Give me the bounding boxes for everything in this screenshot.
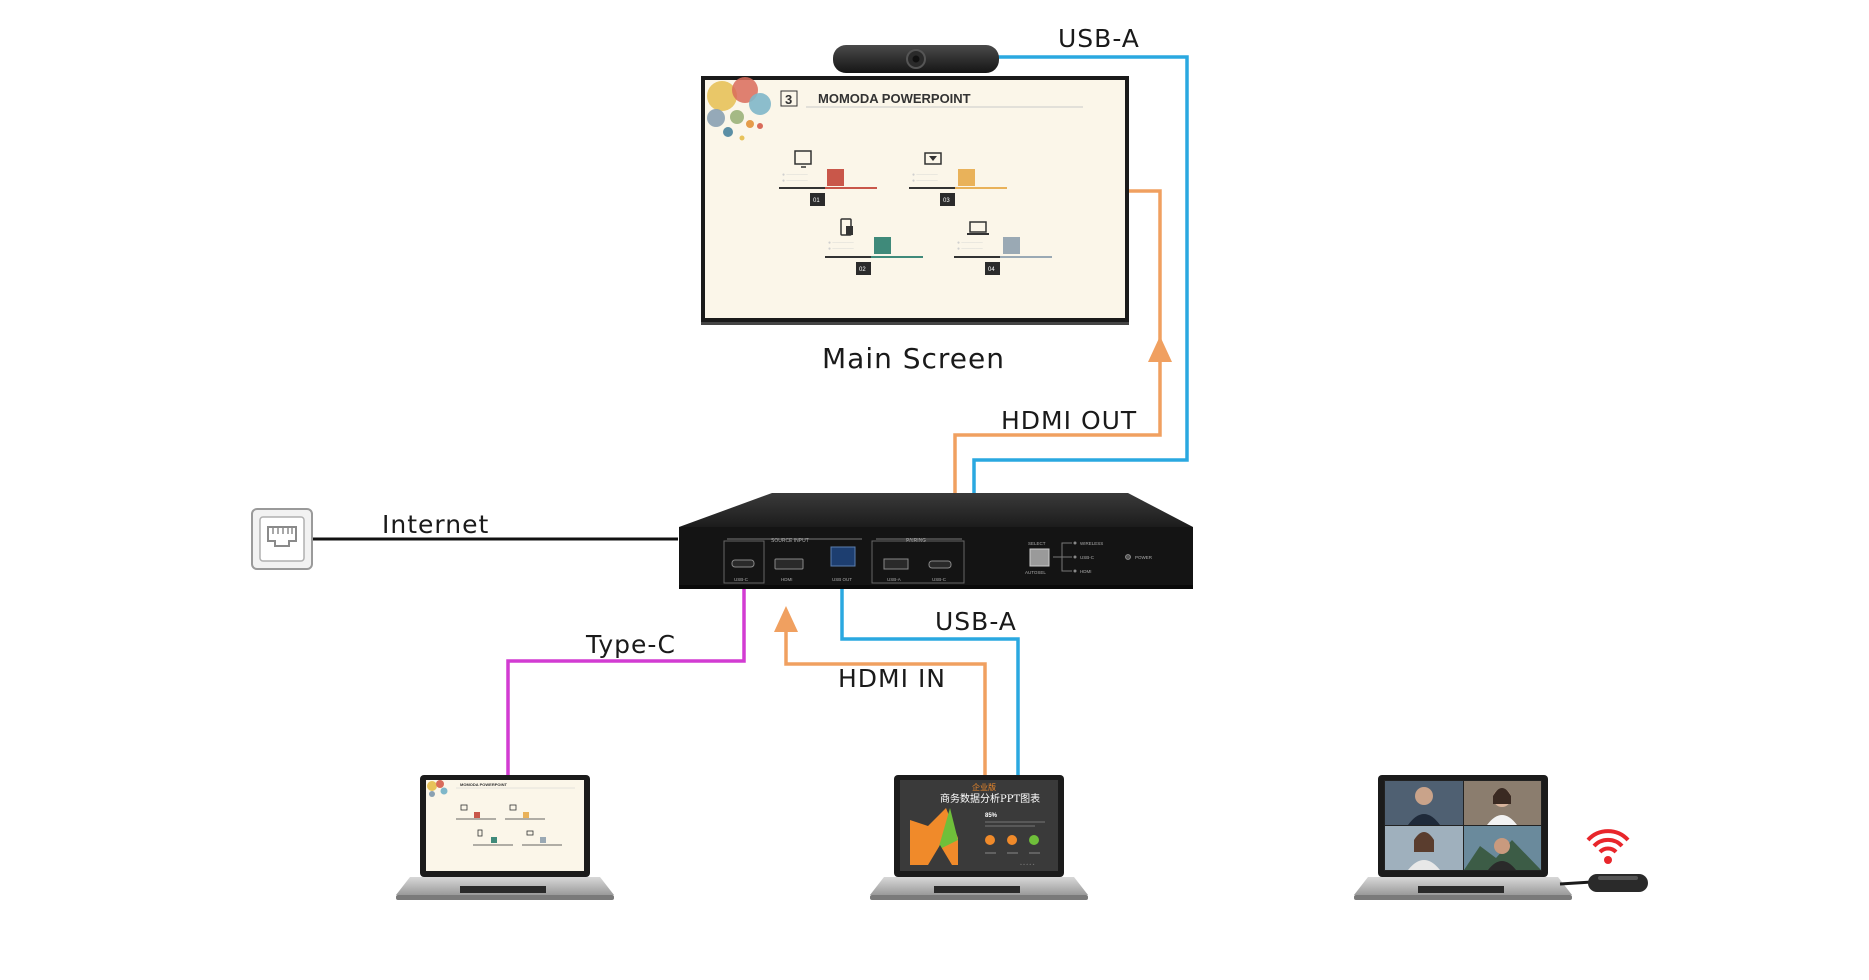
svg-text:◦ ◦ ◦ ◦ ◦: ◦ ◦ ◦ ◦ ◦ [1020,862,1035,868]
switcher-device: SOURCE INPUT PAIRING USB-C HDMI USB OUT … [679,493,1193,589]
laptop2-screen-title2: 商务数据分析PPT图表 [940,792,1040,805]
internet-label: Internet [382,510,489,539]
svg-text:● ──────: ● ────── [782,172,808,178]
slide-block-02: ● ────── ● ────── 02 [825,218,923,275]
power-label: POWER [1135,555,1153,560]
laptop2-screen-title1: 企业版 [972,782,996,792]
hdmi-in-arrow [774,606,798,632]
laptop1-slide-title: MOMODA POWERPOINT [460,782,508,787]
port-usba-label: USB-A [887,577,901,582]
hdmi-out-label: HDMI OUT [1001,406,1137,435]
hdmi-port [774,558,804,570]
slide-number: 3 [785,92,792,107]
svg-text:● ──────: ● ────── [782,178,808,184]
port-usbc2-label: USB-C [932,577,947,582]
usb-c-pairing-port [928,560,952,569]
block-03-label: 03 [943,198,950,204]
svg-text:● ──────: ● ────── [912,178,938,184]
slide-block-03: ● ────── ● ────── 03 [909,152,1007,206]
usb-a-pairing-port [883,558,909,570]
power-led [1125,554,1131,560]
type-c-cable [506,575,746,776]
laptop-type-c: MOMODA POWERPOINT [396,775,614,900]
wifi-signal-icon [1586,829,1630,864]
usb-a-camera-cable [972,55,1189,495]
usbc-led-label: USB-C [1080,555,1095,560]
select-label: SELECT [1028,541,1046,546]
block-01-label: 01 [813,198,820,204]
laptop-hdmi-usb: 企业版 商务数据分析PPT图表 85% ◦ ◦ ◦ ◦ ◦ [870,775,1088,900]
ethernet-port-icon [251,508,313,570]
usb-a-laptop-cable [840,578,1020,776]
svg-text:● ──────: ● ────── [912,172,938,178]
port-hdmi-label: HDMI [781,577,793,582]
hdmi-in-cable [784,627,987,776]
wireless-dongle [1559,874,1648,892]
usb-a-bottom-label: USB-A [935,607,1017,636]
block-04-label: 04 [988,267,995,273]
hdmi-in-label: HDMI IN [838,664,946,693]
autosel-label: AUTOSEL [1025,570,1046,575]
hdmi-led-label: HDMI [1080,569,1092,574]
main-screen-tv: 3 MOMODA POWERPOINT ● ────── ● ────── 01… [701,76,1129,325]
type-c-port [731,559,755,568]
webcam-icon [833,45,999,73]
slide-title: MOMODA POWERPOINT [818,91,971,106]
usb-a-top-label: USB-A [1058,24,1140,53]
select-button [1029,548,1050,567]
hdmi-out-cable [953,189,1162,495]
svg-text:● ──────: ● ────── [828,240,854,246]
cables [312,55,1189,776]
svg-text:● ──────: ● ────── [957,246,983,252]
slide-block-01: ● ────── ● ────── 01 [779,150,877,206]
type-c-label: Type-C [585,630,676,659]
port-usbout-label: USB OUT [832,577,852,582]
wireless-led-label: WIRELESS [1080,541,1103,546]
svg-text:● ──────: ● ────── [957,240,983,246]
slide-block-04: ● ────── ● ────── 04 [954,221,1052,275]
port-usbc-label: USB-C [734,577,749,582]
block-02-label: 02 [859,267,866,273]
laptop2-percent: 85% [985,813,998,819]
usb-b-port [830,546,856,567]
hdmi-out-arrow [1148,336,1172,362]
source-input-label: SOURCE INPUT [771,538,809,544]
main-screen-label: Main Screen [822,342,1005,375]
slide-decoration [707,77,771,141]
laptop-wireless [1354,775,1572,900]
svg-text:● ──────: ● ────── [828,246,854,252]
